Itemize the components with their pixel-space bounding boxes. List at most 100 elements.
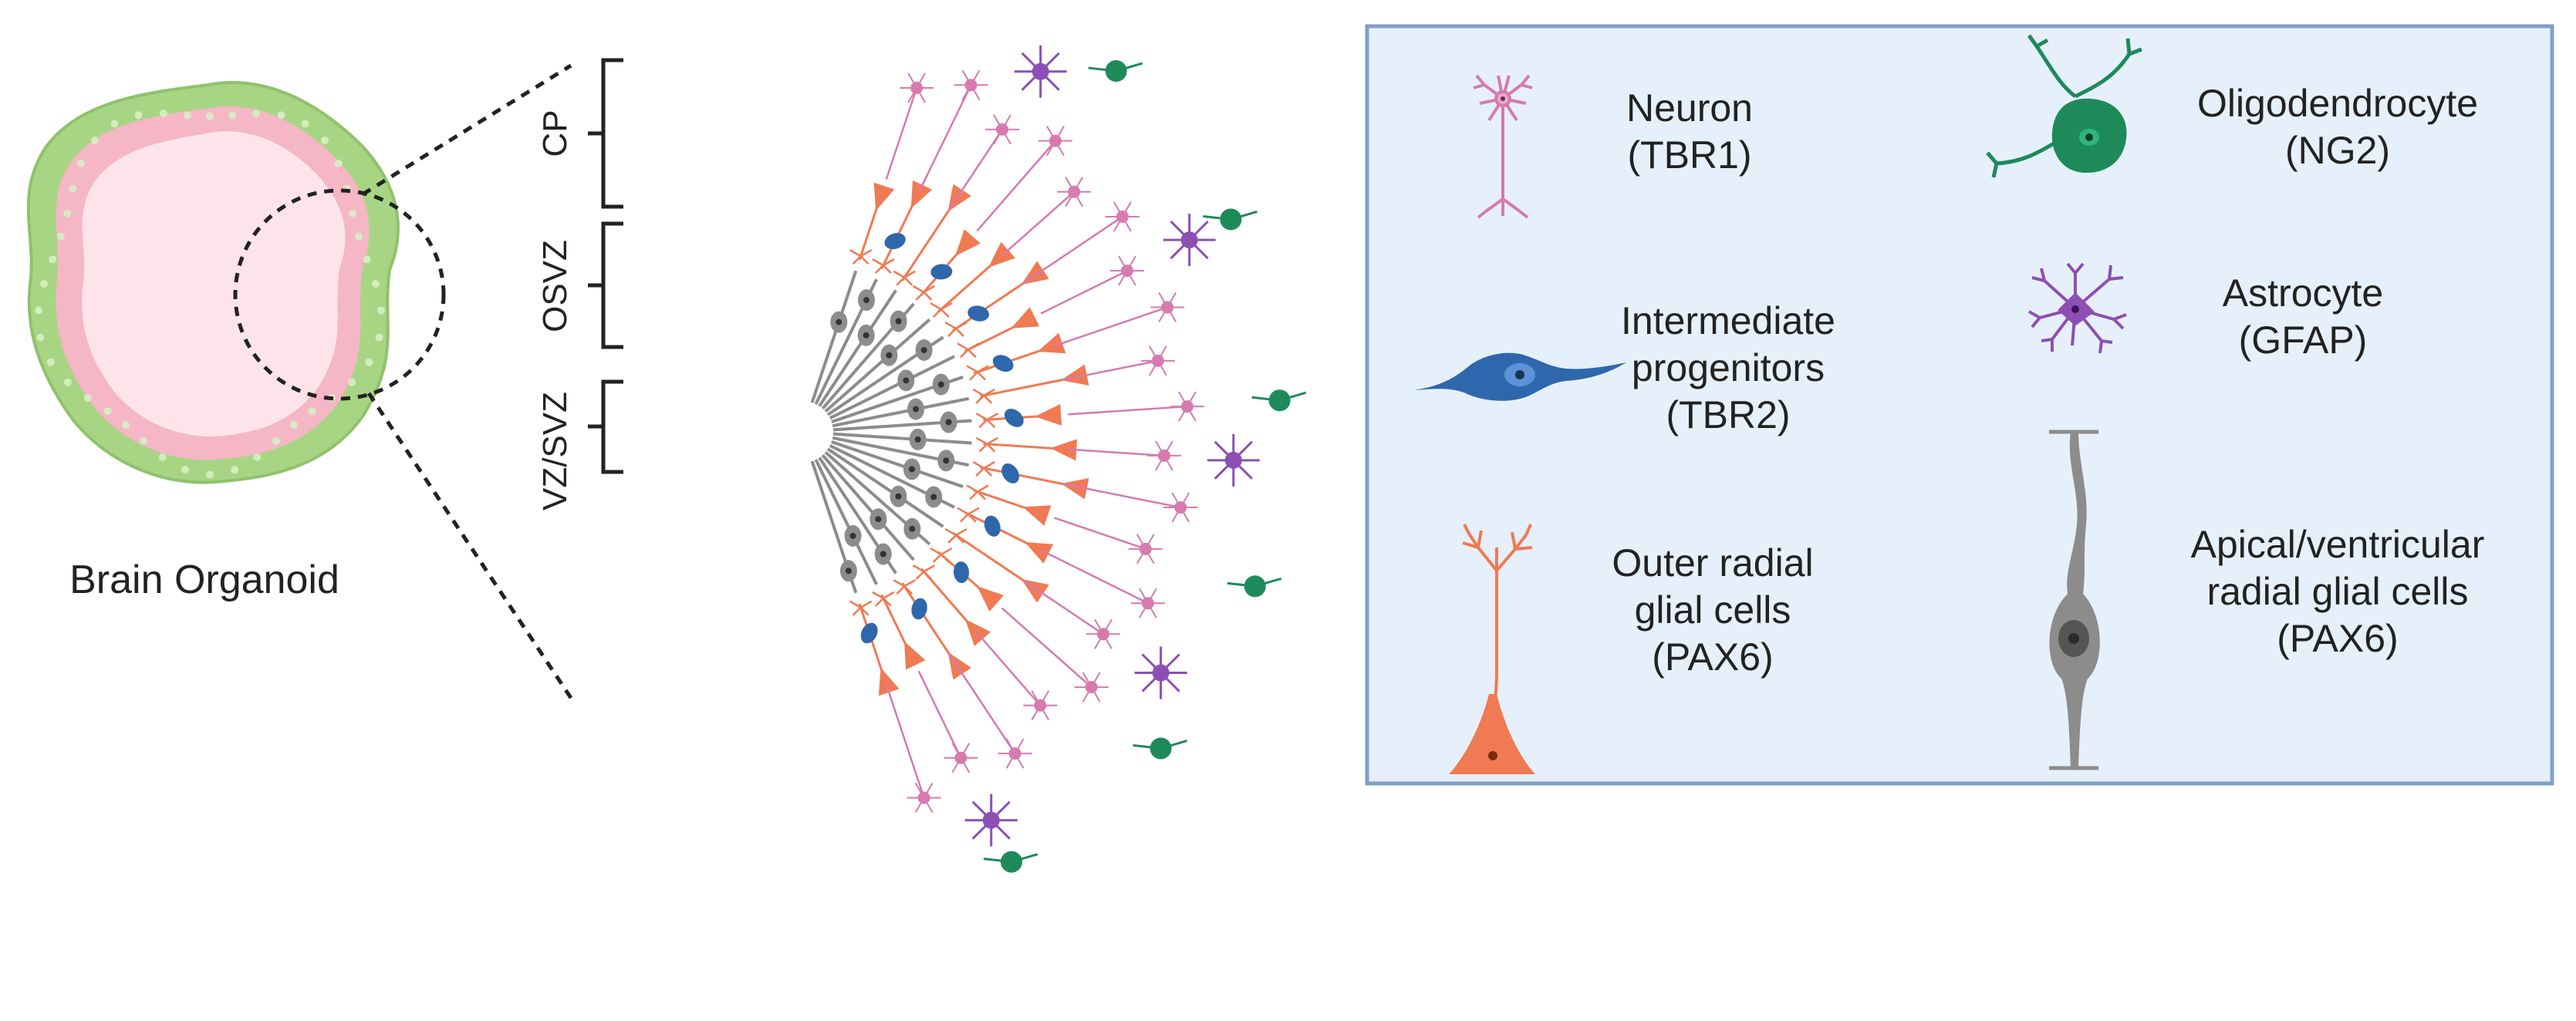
neuron-dendrite <box>1147 588 1157 604</box>
neuron-dendrite <box>1005 738 1016 754</box>
intermediate-progenitor-cell <box>984 515 1001 537</box>
organoid-cell-dot <box>122 421 130 430</box>
organoid-cell-dot <box>231 466 239 474</box>
neuron-dendrite <box>1031 690 1042 706</box>
apical-rg-nucleus <box>930 494 937 500</box>
legend-label-oligodendrocyte: Oligodendrocyte (NG2) <box>2196 82 2479 172</box>
oligodendrocyte-process <box>1133 740 1188 750</box>
neuron-dendrite <box>1171 507 1182 523</box>
astrocyte-process <box>1039 52 1060 72</box>
outer-rg-branch <box>957 342 980 359</box>
organoid-cell-dot <box>354 232 363 241</box>
zone-label-osvz: OSVZ <box>536 240 574 332</box>
outer-rg-branch <box>930 547 953 563</box>
neuron-dendrite <box>1005 753 1016 769</box>
oligodendrocyte-process <box>983 853 1038 864</box>
neuron-dendrite <box>1136 548 1146 564</box>
astrocyte-process <box>1214 440 1234 461</box>
neuron-dendrite <box>1014 738 1025 754</box>
legend-label-apical-radial-glia: Apical/ventricular radial glial cells (P… <box>2190 523 2485 660</box>
neuron-dendrite <box>1147 602 1157 618</box>
neuron-dendrite <box>914 782 925 798</box>
neuron-dendrite <box>1155 440 1165 457</box>
neuron-dendrite <box>1001 114 1011 130</box>
organoid-cell-dot <box>308 407 316 416</box>
neuron-dendrite <box>1178 406 1188 422</box>
apical-rg-nucleus <box>863 332 869 339</box>
organoid-cell-dot <box>46 358 55 366</box>
zone-label-vzsvz: VZ/SVZ <box>536 391 574 511</box>
apical-rg-nucleus <box>845 568 852 575</box>
apical-rg-process <box>824 318 931 413</box>
apical-rg-process <box>827 447 944 528</box>
astrocyte-process <box>1188 221 1209 241</box>
organoid-cell-dot <box>49 255 57 264</box>
neuron-dendrite <box>1122 216 1132 232</box>
neuron-dendrite <box>970 84 981 100</box>
apical-rg-process <box>821 453 915 561</box>
neuron-dendrite <box>1118 255 1128 271</box>
neuron-dendrite <box>1139 588 1149 604</box>
apical-rg-nucleus <box>863 297 870 304</box>
intermediate-progenitor-cell <box>1001 463 1020 484</box>
neuron-axon <box>948 653 1016 754</box>
intermediate-progenitor-cell <box>930 264 953 280</box>
astrocyte-process <box>1160 653 1180 674</box>
neuron-dendrite <box>1163 440 1173 457</box>
outer-rg-branch <box>930 302 953 318</box>
neuron-dendrite <box>1082 672 1092 688</box>
neuron-dendrite <box>1144 548 1155 564</box>
neuron-dendrite <box>1014 753 1025 769</box>
zone-brackets <box>588 58 623 474</box>
organoid-cell-dot <box>375 333 383 342</box>
organoid-cell-dot <box>90 136 99 145</box>
astrocyte-process <box>1160 672 1180 692</box>
neuron-dendrite <box>993 129 1003 145</box>
outer-rg-cell <box>1025 542 1054 564</box>
outer-rg-cell <box>1011 307 1040 329</box>
neuron-dendrite <box>907 87 918 103</box>
neuron-axon <box>1040 270 1128 315</box>
organoid-cell-dot <box>57 232 66 241</box>
neuron-dendrite <box>1166 306 1177 323</box>
neuron-dendrite <box>1001 129 1011 145</box>
neuron-dendrite <box>1126 270 1136 286</box>
neuron-dendrite <box>1090 686 1101 703</box>
outer-rg-process <box>964 511 1038 550</box>
organoid-cell-dot <box>376 306 385 315</box>
apical-rg-nucleus <box>909 525 916 532</box>
neuron-dendrite <box>1122 201 1132 217</box>
oligodendrocyte-process <box>1251 391 1307 402</box>
astrocyte-process <box>1021 70 1042 91</box>
apical-rg-nucleus <box>903 377 910 384</box>
neuron-dendrite <box>1166 291 1177 308</box>
apical-rg-nucleus <box>908 466 915 473</box>
legend-label-intermediate-progenitors: Intermediate progenitors (TBR2) <box>1621 299 1835 436</box>
neuron-dendrite <box>1149 345 1159 362</box>
neuron-dendrite <box>961 69 972 86</box>
apical-rg-process <box>810 270 858 403</box>
apical-rg-process <box>814 459 878 585</box>
neuron-dendrite <box>1073 177 1084 193</box>
apical-rg-nucleus <box>895 318 902 325</box>
outer-rg-cell <box>904 641 926 670</box>
organoid-core <box>82 131 346 437</box>
outer-rg-process <box>983 442 1065 450</box>
outer-rg-process <box>858 603 886 682</box>
outer-rg-branch <box>912 564 936 581</box>
neuron-axon <box>917 670 962 759</box>
brain-organoid <box>26 63 573 699</box>
apical-rg-process <box>832 396 970 428</box>
outer-rg-branch <box>975 413 999 429</box>
outer-rg-branch <box>893 579 916 595</box>
organoid-cell-dot <box>301 120 309 128</box>
organoid-cell-dot <box>77 159 86 167</box>
outer-rg-process <box>973 489 1037 513</box>
neuron-axon <box>1022 579 1104 635</box>
organoid-cell-dot <box>159 110 167 118</box>
brain-organoid-label: Brain Organoid <box>69 558 339 602</box>
intermediate-progenitor-cell <box>992 355 1014 372</box>
astrocyte-process <box>1232 440 1253 461</box>
bracket-vzsvz <box>588 379 623 474</box>
